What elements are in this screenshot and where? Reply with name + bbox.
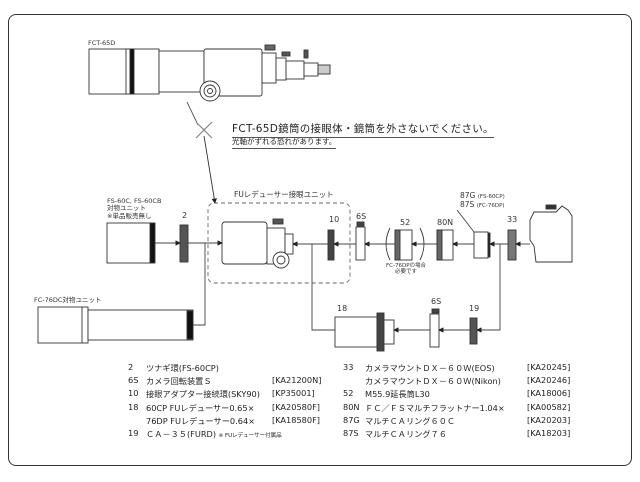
legend-code: [KA20203]	[527, 414, 571, 425]
fc76dp-note: FC-76DPの場合 必要です	[386, 263, 426, 276]
legend-row: 33 カメラマウントＤＸ－６０Ｗ(EOS) [KA20245]	[343, 362, 603, 375]
fs60-objective-illustration	[106, 222, 156, 264]
part-87-ring	[473, 231, 489, 259]
legend-code: [KA18580F]	[272, 414, 320, 425]
part-label-18: 18	[337, 304, 348, 313]
part-18-reducer	[334, 312, 395, 352]
part-label-52: 52	[400, 218, 411, 227]
legend-name: 接眼アダプター接続環(SKY90)	[146, 389, 260, 400]
legend-name: ツナギ環(FS-60CP)	[146, 363, 219, 373]
legend-name: ＣＡ－３５(FURD)	[146, 428, 217, 439]
legend-num: 80N	[343, 401, 360, 412]
legend-row: 2 ツナギ環(FS-60CP)	[128, 362, 318, 375]
part-label-80n: 80N	[437, 218, 454, 227]
legend-code: [KA00582]	[527, 401, 571, 412]
legend-row: カメラマウントＤＸ－６０Ｗ(Nikon) [KA20246]	[343, 375, 603, 388]
part-19-ca35	[469, 317, 478, 345]
legend-note: ※ FUレデューサー付属品	[218, 432, 282, 439]
fs60-label-line: 対物ユニット	[107, 204, 146, 213]
legend-row: 87G マルチＣＡリング６０Ｃ [KA20203]	[343, 415, 603, 428]
legend-code: [KA18006]	[527, 388, 571, 399]
reducer-unit-illustration	[221, 218, 294, 269]
part-10-adapter	[327, 229, 335, 261]
legend-num: 87G	[343, 414, 360, 425]
legend-code: [KA18203]	[527, 427, 571, 438]
reducer-unit-box	[207, 202, 351, 284]
parts-legend-left: 2 ツナギ環(FS-60CP) 6S カメラ回転装置Ｓ [KA21200N] 10 接眼…	[128, 362, 322, 441]
telescope-label: FCT-65D	[88, 39, 116, 47]
warning-main: FCT-65D鏡筒の接眼体・鏡筒を外さないでください。	[232, 121, 494, 138]
legend-row: 52 M55.9延長筒L30 [KA18006]	[343, 388, 603, 401]
legend-name: マルチＣＡリング６０Ｃ	[365, 415, 456, 426]
legend-row: 6S カメラ回転装置Ｓ [KA21200N]	[128, 375, 322, 388]
legend-name: ＦＣ／ＦＳマルチフラットナー1.04×	[365, 402, 505, 413]
part-33-camera-mount	[507, 229, 517, 261]
legend-num: 87S	[343, 427, 359, 438]
legend-num: 18	[128, 401, 139, 412]
ring87g-num: 87G	[460, 191, 476, 200]
legend-row: 76DP FUレデューサー0.64× [KA18580F]	[128, 414, 320, 428]
legend-name: M55.9延長筒L30	[365, 389, 430, 400]
legend-num: 52	[343, 388, 354, 399]
legend-row: 87S マルチＣＡリング７６ [KA18203]	[343, 428, 603, 441]
part-6s-rotator-bottom	[429, 313, 440, 348]
legend-name: マルチＣＡリング７６	[365, 428, 447, 439]
legend-code: [KA20580F]	[272, 401, 320, 412]
legend-code: [KA20246]	[527, 375, 571, 386]
fc76-label: FC-76DC対物ユニット	[34, 296, 102, 304]
legend-row: 10 接眼アダプター接続環(SKY90) [KP35001]	[128, 388, 318, 401]
ring87-label-s: 87S (FC-76DP)	[460, 200, 505, 210]
part-label-2: 2	[182, 211, 188, 220]
fs60-label-line: FS-60C, FS-60CB	[107, 197, 162, 205]
reducer-unit-label: FUレデューサー接眼ユニット	[234, 190, 334, 199]
legend-code: [KA21200N]	[272, 375, 322, 386]
diagram-frame	[8, 14, 632, 466]
part-2-ring	[179, 224, 189, 263]
fct65d-telescope-illustration	[88, 44, 331, 102]
part-6s-rotator-top	[355, 226, 366, 261]
legend-code: [KP35001]	[272, 388, 315, 399]
ring87s-note: (FC-76DP)	[476, 203, 505, 209]
legend-row: 80N ＦＣ／ＦＳマルチフラットナー1.04× [KA00582]	[343, 402, 603, 415]
fc76dp-note-line: FC-76DPの場合	[386, 263, 427, 269]
fc76dp-note-line: 必要です	[395, 269, 418, 276]
part-label-10: 10	[329, 215, 340, 224]
legend-num: 19	[128, 427, 139, 438]
legend-name: 60CP FUレデューサー0.65×	[146, 402, 255, 413]
fc76-objective-illustration	[37, 306, 194, 344]
legend-row: 19 ＣＡ－３５(FURD) ※ FUレデューサー付属品	[128, 428, 318, 441]
legend-num: 2	[128, 362, 134, 372]
do-not-remove-x-icon	[195, 121, 213, 139]
ring87g-note: (FS-60CP)	[477, 194, 505, 200]
fs60-label: FS-60C, FS-60CB 対物ユニット ※単品販売無し	[107, 197, 162, 220]
legend-name: カメラ回転装置Ｓ	[146, 376, 212, 387]
part-label-6s-top: 6S	[356, 212, 367, 221]
legend-num: 33	[343, 362, 354, 372]
legend-num: 10	[128, 388, 139, 399]
legend-num: 6S	[128, 375, 139, 386]
ring87s-num: 87S	[460, 200, 475, 209]
legend-name: カメラマウントＤＸ－６０Ｗ(EOS)	[365, 363, 495, 373]
ring87-label-g: 87G (FS-60CP)	[460, 191, 505, 201]
legend-row: 18 60CP FUレデューサー0.65× [KA20580F]	[128, 401, 320, 415]
legend-code: [KA20245]	[527, 362, 571, 372]
camera-body-illustration	[529, 204, 573, 263]
warning-sub: 光軸がずれる恐れがあります。	[232, 136, 337, 149]
fs60-label-line: ※単品販売無し	[107, 211, 152, 220]
parts-legend-right: 33 カメラマウントＤＸ－６０Ｗ(EOS) [KA20245] カメラマウントＤＸ－…	[343, 362, 603, 441]
legend-name: 76DP FUレデューサー0.64×	[146, 415, 256, 426]
part-label-33: 33	[507, 215, 518, 224]
part-label-19: 19	[469, 304, 480, 313]
legend-name: カメラマウントＤＸ－６０Ｗ(Nikon)	[365, 376, 501, 387]
part-label-6s-bottom: 6S	[431, 297, 442, 306]
